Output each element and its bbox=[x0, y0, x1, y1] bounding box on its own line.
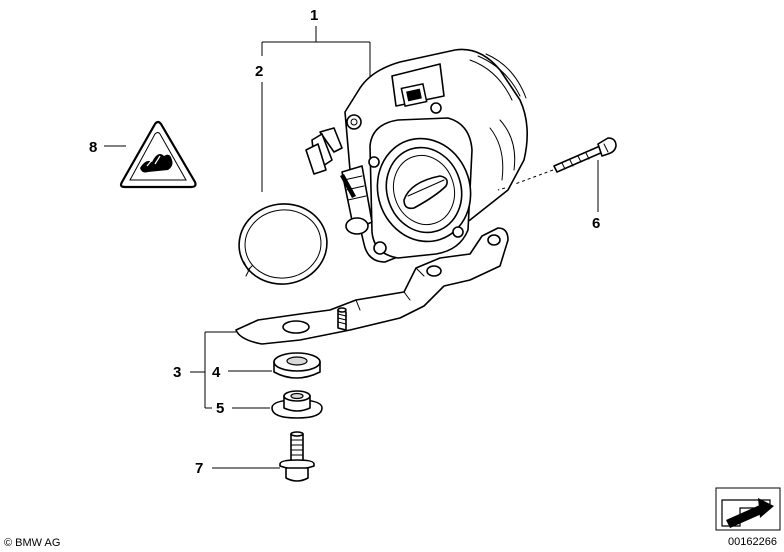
callout-8[interactable]: 8 bbox=[89, 139, 126, 156]
short-bolt[interactable] bbox=[279, 431, 315, 482]
callout-7-label: 7 bbox=[195, 460, 203, 477]
callout-6[interactable]: 6 bbox=[592, 160, 600, 232]
throttle-housing[interactable] bbox=[305, 48, 528, 263]
callout-1-label: 1 bbox=[310, 7, 318, 24]
callout-4[interactable]: 4 bbox=[212, 364, 272, 381]
callout-3[interactable]: 3 bbox=[173, 331, 236, 409]
callout-8-label: 8 bbox=[89, 139, 97, 156]
copyright-text: © BMW AG bbox=[4, 537, 60, 549]
callout-3-label: 3 bbox=[173, 364, 181, 381]
long-bolt[interactable] bbox=[497, 137, 617, 191]
callout-5-label: 5 bbox=[216, 400, 224, 417]
callout-4-label: 4 bbox=[212, 364, 221, 381]
rubber-mount[interactable] bbox=[273, 352, 321, 379]
callout-5[interactable]: 5 bbox=[216, 400, 270, 417]
bushing[interactable] bbox=[271, 390, 323, 419]
arrow-navigation-icon[interactable] bbox=[715, 487, 781, 531]
diagram-number: 00162266 bbox=[728, 536, 777, 548]
callout-1[interactable]: 1 bbox=[261, 7, 371, 82]
callout-1-leader bbox=[261, 26, 371, 82]
callout-2-label: 2 bbox=[255, 63, 263, 80]
callout-3-leader bbox=[190, 331, 236, 409]
callout-6-label: 6 bbox=[592, 215, 600, 232]
gasket-ring[interactable] bbox=[234, 198, 332, 289]
callout-7[interactable]: 7 bbox=[195, 460, 280, 477]
callout-2[interactable]: 2 bbox=[255, 63, 263, 192]
bracket[interactable] bbox=[235, 227, 509, 345]
hand-pinch-warning-icon bbox=[119, 120, 197, 189]
